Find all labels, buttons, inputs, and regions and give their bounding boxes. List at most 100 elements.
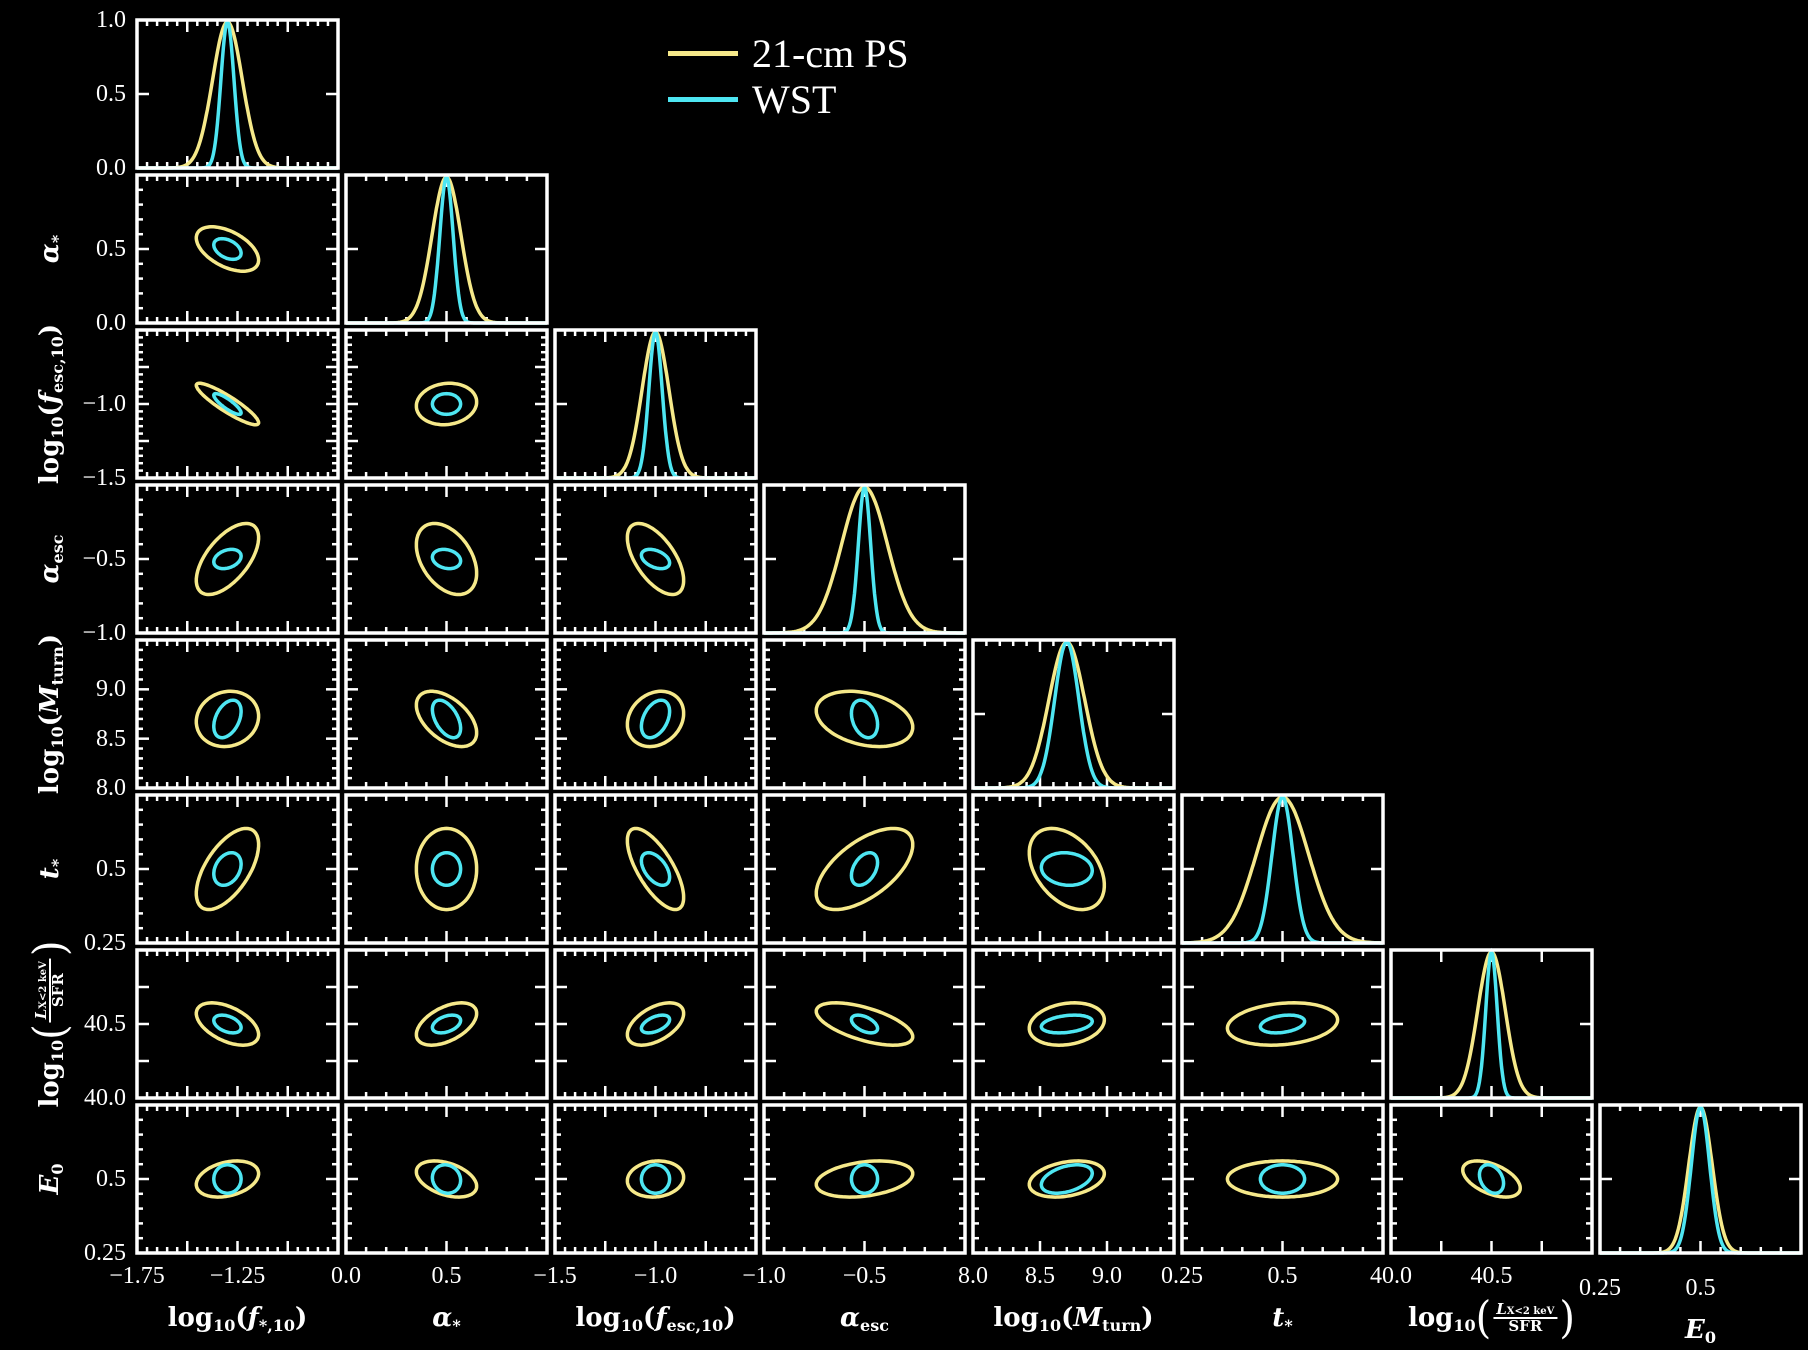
- contour-ps: [1225, 1001, 1340, 1047]
- contour-wst: [212, 1163, 243, 1195]
- panel-7-5-frame: [1180, 1103, 1385, 1255]
- legend-label-wst: WST: [752, 77, 837, 122]
- panel-5-5-frame: [1180, 793, 1385, 945]
- contour-wst: [849, 1013, 880, 1035]
- panel-6-5-frame: [1180, 948, 1385, 1100]
- y-tick-label: −1.0: [82, 391, 126, 417]
- marginal-curve-wst: [973, 640, 1174, 790]
- panel-7-2-frame: [553, 1103, 758, 1255]
- label-part: (: [643, 1303, 656, 1333]
- label-part: *: [48, 234, 67, 244]
- y-tick-label: 0.25: [84, 930, 126, 956]
- label-part: 10: [48, 416, 67, 439]
- contour-wst: [639, 698, 672, 740]
- label-part: 10: [1453, 1316, 1476, 1335]
- numerator-symbol: L: [32, 1008, 50, 1020]
- marginal-curve-ps: [137, 20, 338, 170]
- panel-6-6-frame: [1389, 948, 1594, 1100]
- label-part: t: [35, 867, 65, 880]
- panel-4-0-frame: [135, 638, 340, 790]
- label-part: (: [1475, 1292, 1492, 1344]
- contour-wst: [639, 547, 672, 571]
- contour-wst: [430, 698, 463, 740]
- panel-6-4-frame: [971, 948, 1176, 1100]
- numerator-subscript: X<2 keV: [1506, 1306, 1555, 1317]
- x-tick-label: 9.0: [1092, 1263, 1122, 1289]
- contour-ps: [194, 689, 261, 749]
- marginal-curve-ps: [1600, 1105, 1801, 1255]
- legend-item-ps: 21-cm PS: [668, 30, 909, 77]
- x-tick-label: −1.25: [209, 1263, 266, 1289]
- contour-wst: [212, 236, 243, 262]
- label-part: (: [35, 404, 65, 417]
- x-tick-label: 0.5: [1267, 1263, 1298, 1289]
- panel-7-3-frame: [762, 1103, 967, 1255]
- marginal-curve-wst: [764, 483, 965, 635]
- label-part: esc,10: [48, 336, 67, 393]
- x-tick-label: 40.0: [1370, 1263, 1412, 1289]
- x-tick-label: 0.25: [1579, 1275, 1621, 1301]
- contour-wst: [212, 1013, 243, 1035]
- panel-6-3-frame: [762, 948, 967, 1100]
- label-part: 0: [48, 1163, 67, 1175]
- panel-5-1-frame: [344, 793, 549, 945]
- label-part: α: [35, 563, 65, 584]
- y-tick-label: 0.0: [96, 155, 126, 181]
- contour-wst: [1258, 1163, 1307, 1195]
- label-part: log: [575, 1303, 621, 1333]
- fraction-denominator: SFR: [49, 973, 67, 1008]
- panel-4-4-frame: [971, 638, 1176, 790]
- y-tick-label: 0.5: [96, 1166, 126, 1192]
- marginal-curve-ps: [346, 175, 547, 325]
- label-part: ): [35, 633, 65, 647]
- label-part: log: [35, 438, 65, 485]
- y-tick-label: 0.0: [96, 310, 126, 336]
- x-tick-label: −1.0: [633, 1263, 678, 1289]
- marginal-curve-ps: [555, 330, 756, 480]
- label-part: ): [295, 1303, 308, 1333]
- contour-wst: [849, 850, 880, 888]
- panel-7-4-frame: [971, 1103, 1176, 1255]
- contour-wst: [1039, 850, 1095, 888]
- panel-2-1-frame: [344, 328, 549, 480]
- y-tick-label: 40.5: [84, 1011, 126, 1037]
- label-part: (: [35, 714, 65, 727]
- x-tick-label: 0.5: [431, 1263, 462, 1289]
- y-tick-label: 0.5: [96, 236, 126, 262]
- label-part: t: [1272, 1303, 1285, 1333]
- label-part: E: [35, 1174, 65, 1195]
- contour-wst: [212, 698, 243, 740]
- contour-ps: [414, 521, 479, 597]
- label-part: ): [1559, 1292, 1576, 1344]
- x-tick-label: −0.5: [842, 1263, 887, 1289]
- contour-ps: [194, 1159, 261, 1199]
- contour-wst: [212, 547, 243, 571]
- contour-wst: [430, 850, 463, 888]
- label-part: 10: [213, 1316, 236, 1335]
- contour-ps: [625, 826, 686, 912]
- label-part: α: [432, 1303, 453, 1333]
- marginal-curve-wst: [1182, 794, 1383, 945]
- x-tick-label: −1.0: [742, 1263, 786, 1289]
- label-part: log: [35, 748, 65, 795]
- contour-ps: [414, 689, 479, 749]
- marginal-curve-ps: [1182, 795, 1383, 945]
- label-part: log: [167, 1303, 214, 1333]
- label-part: log: [993, 1303, 1039, 1333]
- contour-wst: [212, 391, 243, 417]
- x-tick-label: −1.75: [109, 1263, 165, 1289]
- label-part: 0: [1704, 1328, 1716, 1347]
- marginal-curve-wst: [555, 328, 756, 480]
- fraction-denominator: SFR: [1508, 1317, 1543, 1335]
- panel-5-4-frame: [971, 793, 1176, 945]
- contour-ps: [625, 521, 686, 597]
- label-part: E: [1685, 1315, 1705, 1345]
- label-part: *: [48, 858, 67, 868]
- contour-ps: [414, 381, 479, 427]
